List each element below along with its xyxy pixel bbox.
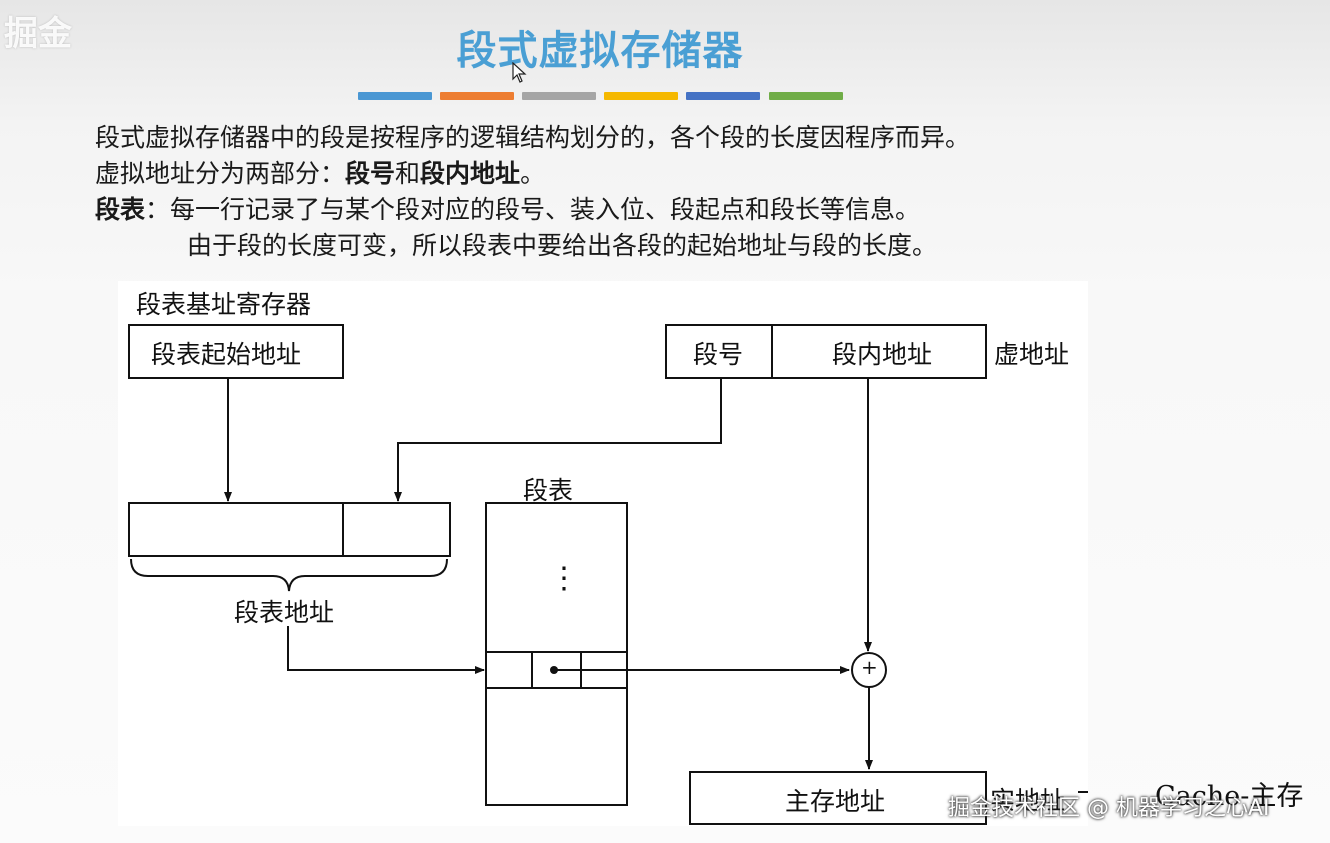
main-memory-box	[689, 771, 987, 825]
divider-bar-green	[769, 92, 843, 100]
base-register-label: 段表基址寄存器	[136, 290, 312, 319]
divider-bar-orange	[440, 92, 514, 100]
text-and: 和	[395, 159, 421, 188]
segment-number-arrow	[394, 378, 722, 502]
term-segment-table: 段表	[95, 195, 146, 224]
table-address-box	[128, 502, 451, 557]
main-memory-address-label: 主存地址	[785, 787, 886, 816]
virtual-address-box	[665, 324, 987, 379]
paragraph-segment-table: 段表：每一行记录了与某个段对应的段号、装入位、段起点和段长等信息。	[95, 192, 1235, 228]
text-prefix: 虚拟地址分为两部分：	[95, 159, 346, 188]
cache-main-label: Cache-主存	[1155, 781, 1304, 812]
table-address-arrow	[287, 626, 485, 674]
table-entry-dot	[550, 666, 558, 674]
paragraph-segment-length: 由于段的长度可变，所以段表中要给出各段的起始地址与段的长度。	[187, 231, 938, 260]
divider-bar-yellow	[604, 92, 678, 100]
divider-bar-blue	[358, 92, 432, 100]
segment-table-description: ：每一行记录了与某个段对应的段号、装入位、段起点和段长等信息。	[145, 195, 921, 224]
watermark-bottom-right: 掘金技术社区 @ 机器学习之心AI	[948, 796, 1270, 821]
term-segment-number: 段号	[345, 159, 396, 188]
segment-offset-label: 段内地址	[832, 340, 933, 369]
table-address-brace	[130, 558, 448, 592]
mouse-cursor-icon	[512, 62, 527, 83]
base-register-box-label: 段表起始地址	[151, 340, 302, 369]
slide-title: 段式虚拟存储器	[456, 28, 744, 74]
term-segment-offset: 段内地址	[420, 159, 521, 188]
segment-table-box	[485, 502, 628, 806]
description-text: 段式虚拟存储器中的段是按程序的逻辑结构划分的，各个段的长度因程序而异。 虚拟地址…	[95, 120, 1235, 264]
virtual-address-label: 虚地址	[994, 340, 1070, 369]
paragraph-virtual-address: 虚拟地址分为两部分：段号和段内地址。	[95, 156, 1235, 192]
adder-symbol: +	[861, 655, 878, 679]
divider-bar-dark-blue	[686, 92, 760, 100]
base-register-box	[128, 324, 344, 379]
segment-table-label: 段表	[523, 476, 574, 505]
text-period: 。	[520, 159, 546, 188]
segment-table-address-label: 段表地址	[234, 598, 335, 627]
table-ellipsis: ⋮	[549, 561, 579, 596]
segment-number-label: 段号	[693, 340, 744, 369]
paragraph-segment-division: 段式虚拟存储器中的段是按程序的逻辑结构划分的，各个段的长度因程序而异。	[95, 123, 971, 152]
segment-address-translation-diagram: 段表基址寄存器 段表起始地址 段号 段内地址 虚地址 段表 段表地址 ⋮ + 主…	[118, 281, 1088, 826]
watermark-top-left: 掘金	[4, 14, 72, 54]
diagram-lines	[128, 324, 1088, 825]
divider-bar-gray	[522, 92, 596, 100]
real-address-label: 实地址	[990, 786, 1066, 815]
